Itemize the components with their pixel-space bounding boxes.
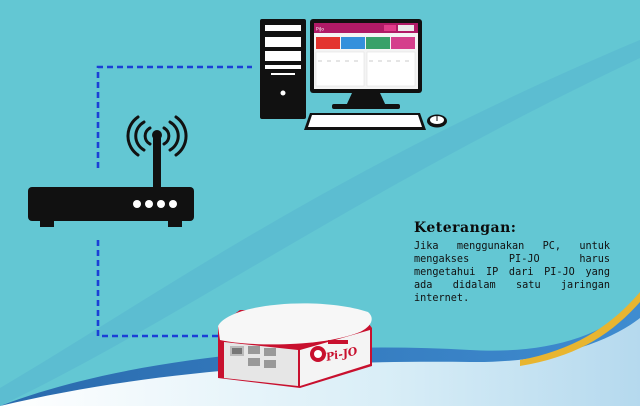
monitor-app-title: PiJo bbox=[316, 27, 324, 33]
keyboard-icon bbox=[304, 113, 426, 130]
monitor-icon bbox=[310, 19, 422, 109]
router-to-device-line bbox=[96, 240, 226, 338]
raspberry-pi-case-icon bbox=[218, 303, 372, 388]
router-icon bbox=[28, 130, 194, 227]
mouse-icon bbox=[427, 114, 447, 128]
connection-lines bbox=[96, 65, 252, 338]
note-title: Keterangan: bbox=[414, 220, 517, 236]
pc-tower-icon bbox=[260, 19, 306, 119]
wifi-icon bbox=[126, 115, 188, 157]
router-to-pc-line bbox=[96, 65, 252, 168]
note-body: Jika menggunakan PC, untuk mengakses PI-… bbox=[414, 241, 610, 304]
